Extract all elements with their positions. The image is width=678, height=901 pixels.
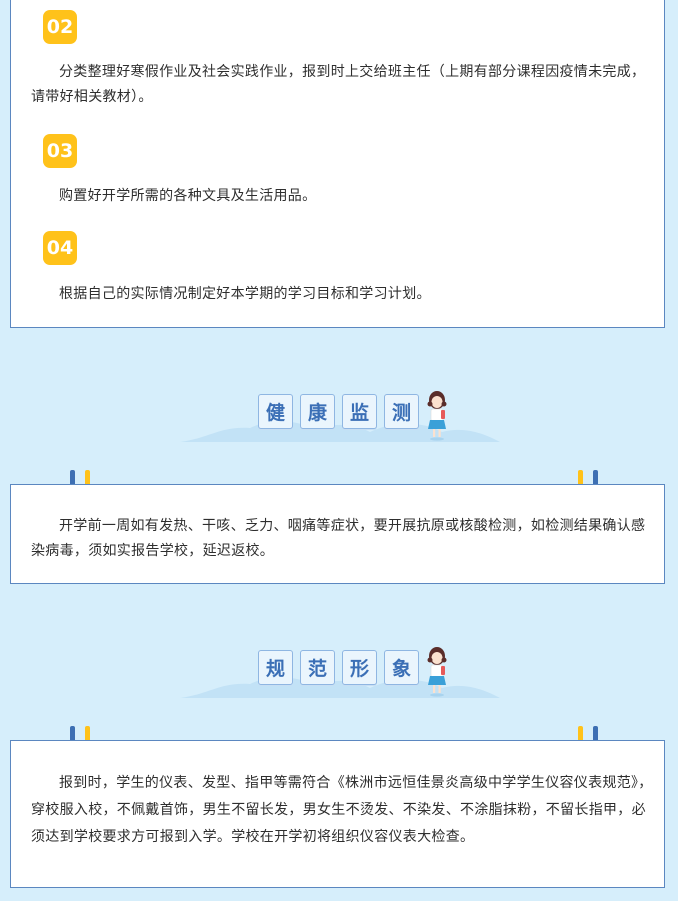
item-number-badge: 03	[43, 134, 77, 168]
title-char: 规	[258, 650, 293, 685]
item-number-badge: 04	[43, 231, 77, 265]
title-char: 范	[300, 650, 335, 685]
appearance-section-title: 规 范 形 象	[0, 647, 678, 712]
health-section-title: 健 康 监 测	[0, 391, 678, 456]
title-char: 象	[384, 650, 419, 685]
title-char: 康	[300, 394, 335, 429]
appearance-card: 报到时，学生的仪表、发型、指甲等需符合《株洲市远恒佳景炎高级中学学生仪容仪表规范…	[10, 740, 665, 888]
title-char: 测	[384, 394, 419, 429]
title-char: 健	[258, 394, 293, 429]
title-char: 监	[342, 394, 377, 429]
prep-card: 02 分类整理好寒假作业及社会实践作业，报到时上交给班主任（上期有部分课程因疫情…	[10, 0, 665, 328]
health-text: 开学前一周如有发热、干咳、乏力、咽痛等症状，要开展抗原或核酸检测，如检测结果确认…	[31, 518, 646, 559]
title-char: 形	[342, 650, 377, 685]
item-number-badge: 02	[43, 10, 77, 44]
item-text: 购置好开学所需的各种文具及生活用品。	[59, 188, 317, 204]
girl-illustration-icon	[427, 647, 447, 697]
appearance-text: 报到时，学生的仪表、发型、指甲等需符合《株洲市远恒佳景炎高级中学学生仪容仪表规范…	[31, 775, 653, 845]
girl-illustration-icon	[427, 391, 447, 441]
health-card: 开学前一周如有发热、干咳、乏力、咽痛等症状，要开展抗原或核酸检测，如检测结果确认…	[10, 484, 665, 584]
item-text: 分类整理好寒假作业及社会实践作业，报到时上交给班主任（上期有部分课程因疫情未完成…	[31, 64, 646, 105]
item-text: 根据自己的实际情况制定好本学期的学习目标和学习计划。	[59, 286, 431, 302]
